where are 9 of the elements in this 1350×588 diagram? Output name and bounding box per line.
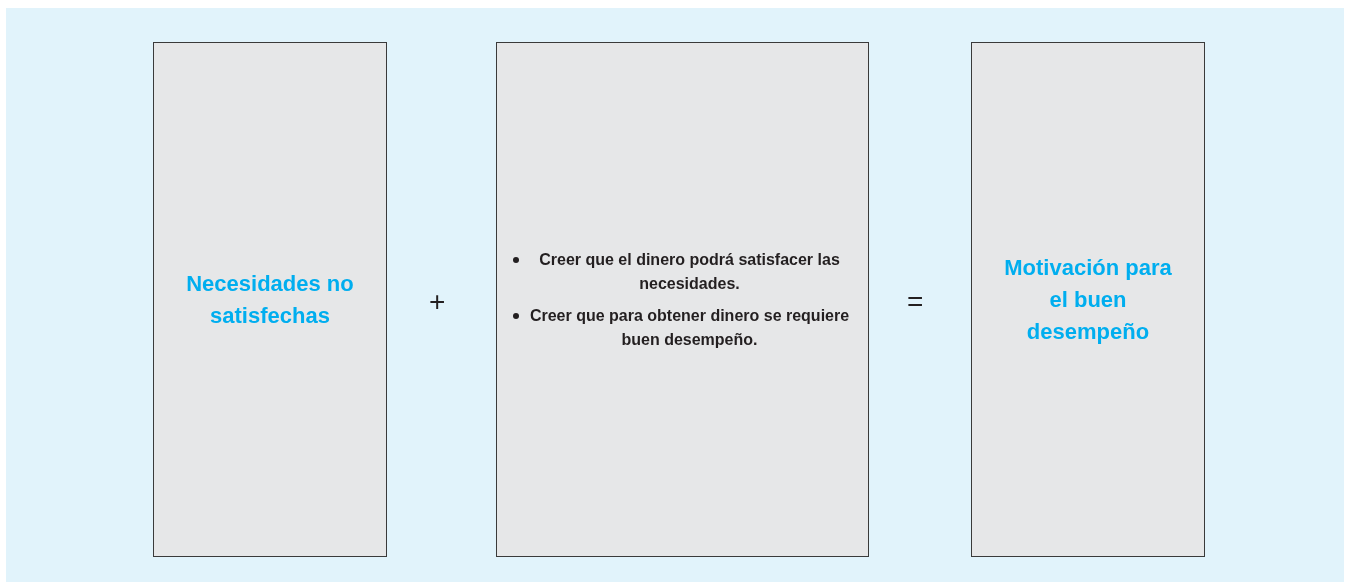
box-title: Necesidades no satisfechas (185, 269, 355, 330)
bullet-text: Creer que para obtener dinero se requiere buen desempeño. (528, 305, 851, 350)
operator-sign: = (907, 286, 924, 318)
text-box (971, 42, 1205, 557)
text-box (496, 42, 869, 557)
box-title: Motivación para el buen desempeño (1003, 253, 1173, 346)
operator-sign: + (429, 286, 446, 318)
text-box (153, 42, 387, 557)
bullet-text: Creer que el dinero podrá satisfacer las necesidades. (538, 249, 841, 294)
